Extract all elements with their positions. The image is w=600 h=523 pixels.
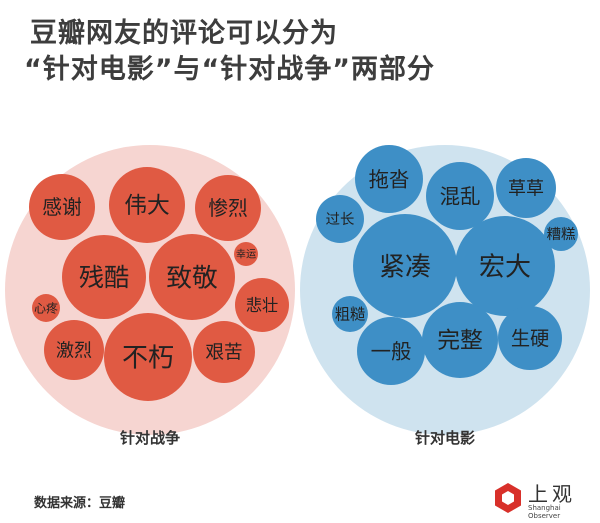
bubble-label: 幸运: [236, 249, 256, 261]
logo: 上观 Shanghai Observer: [492, 478, 592, 520]
group-label-film: 针对电影: [414, 429, 475, 447]
bubble-label: 一般: [371, 339, 412, 363]
bubble-label: 惨烈: [208, 197, 248, 220]
bubble-label: 激烈: [56, 340, 92, 361]
bubble: [234, 242, 258, 266]
bubble: [357, 317, 425, 385]
bubble: [193, 321, 255, 383]
bubble: [426, 162, 494, 230]
bubble-label: 拖沓: [369, 167, 410, 191]
bubble: [544, 217, 578, 251]
bubble-label: 草草: [508, 178, 544, 199]
bubble-label: 粗糙: [335, 306, 366, 324]
bubble-label: 宏大: [479, 252, 531, 282]
bubble: [32, 294, 60, 322]
bubble: [455, 216, 555, 316]
bubble: [109, 167, 185, 243]
bubble-label: 混乱: [440, 184, 481, 208]
group-label-war: 针对战争: [119, 429, 180, 447]
bubble-label: 艰苦: [205, 343, 242, 364]
bubble: [149, 234, 235, 320]
bubble: [496, 158, 556, 218]
bubble: [498, 306, 562, 370]
logo-text-cn: 上观: [528, 482, 576, 506]
bubble: [195, 175, 261, 241]
bubble: [104, 313, 192, 401]
bubble: [316, 195, 364, 243]
chart-title: 豆瓣网友的评论可以分为 “针对电影”与“针对战争”两部分: [24, 16, 435, 88]
bubble-label: 致敬: [166, 263, 218, 293]
bubble-label: 心疼: [34, 301, 58, 315]
bubble: [422, 302, 498, 378]
bubble: [332, 296, 368, 332]
bubble-label: 感谢: [42, 196, 82, 219]
bubble-label: 伟大: [124, 193, 170, 219]
bubble: [44, 320, 104, 380]
bubble-label: 紧凑: [379, 252, 431, 282]
bubble: [235, 278, 289, 332]
title-line-2: “针对电影”与“针对战争”两部分: [24, 54, 435, 85]
bubble-label: 过长: [326, 211, 355, 228]
bubble-label: 残酷: [79, 263, 129, 292]
bubble-label: 生硬: [511, 327, 549, 350]
data-source: 数据来源：豆瓣: [34, 496, 126, 511]
bubble: [62, 235, 146, 319]
bubble-label: 完整: [437, 328, 483, 354]
bubble: [355, 145, 423, 213]
bubble-label: 糟糕: [547, 226, 576, 243]
bubble: [29, 174, 95, 240]
bubble-label: 不朽: [122, 343, 174, 373]
logo-hexagon-icon: [495, 483, 521, 513]
bubble: [353, 214, 457, 318]
title-line-1: 豆瓣网友的评论可以分为: [30, 18, 338, 49]
logo-text-en: Shanghai Observer: [528, 504, 561, 520]
bubble-label: 悲壮: [246, 296, 278, 315]
